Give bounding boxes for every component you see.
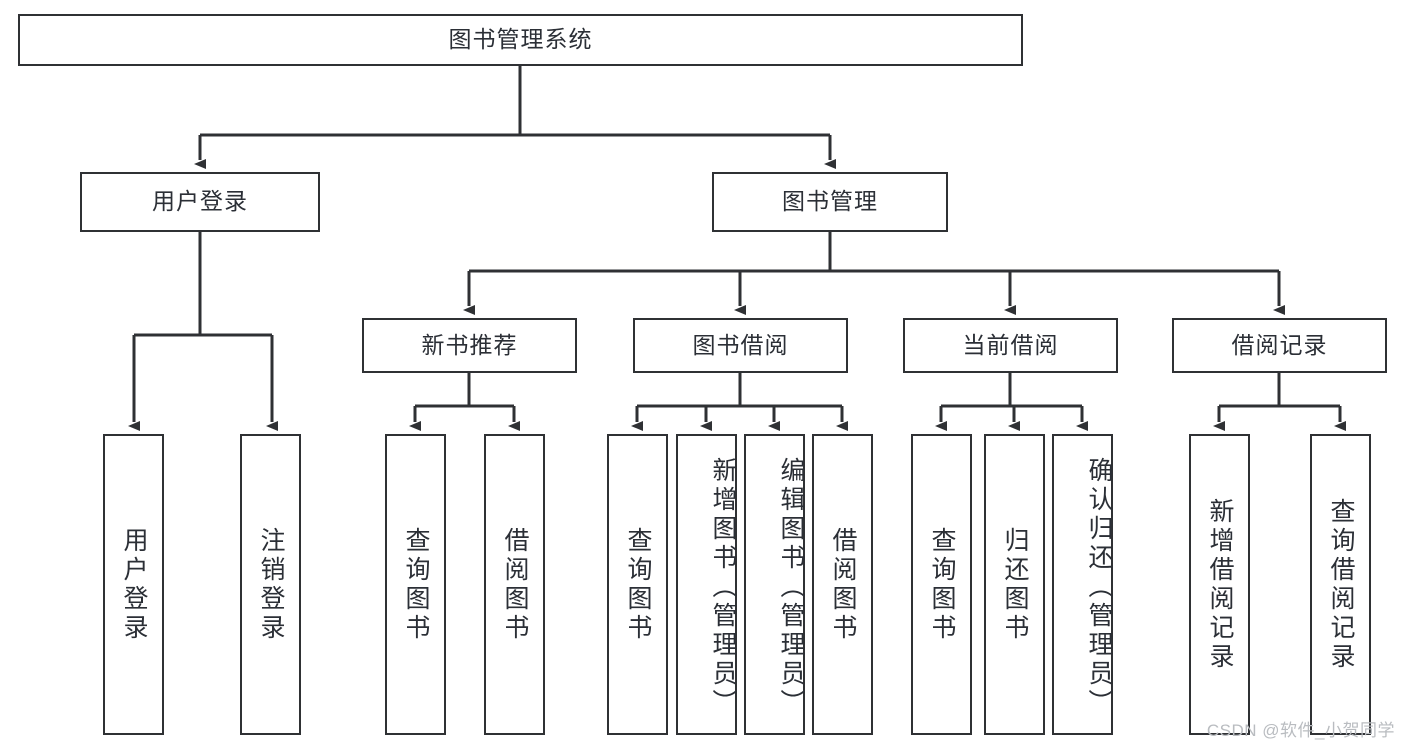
leaf-add-borrow-record-label: 新增借阅记录 [1206, 497, 1234, 672]
node-current-borrow-label: 当前借阅 [962, 331, 1059, 358]
leaf-query-borrow-record-label: 查询借阅记录 [1327, 497, 1355, 672]
leaf-logout-label: 注销登录 [257, 526, 285, 643]
leaf-query-book-recommend-label: 查询图书 [402, 526, 430, 643]
leaf-add-book-admin-label: 新增图书（管理员） [709, 457, 737, 718]
leaf-query-book-current[interactable]: 查询图书 [911, 434, 972, 735]
leaf-query-book-borrow[interactable]: 查询图书 [607, 434, 668, 735]
leaf-return-book-label: 归还图书 [1001, 526, 1029, 643]
node-current-borrow[interactable]: 当前借阅 [903, 318, 1118, 373]
leaf-borrow-book-label: 借阅图书 [829, 526, 857, 643]
watermark: CSDN @软件_小贺同学 [1206, 721, 1395, 740]
leaf-edit-book-admin-label: 编辑图书（管理员） [777, 457, 805, 718]
node-new-book-recommend[interactable]: 新书推荐 [362, 318, 577, 373]
leaf-query-book-borrow-label: 查询图书 [624, 526, 652, 643]
node-user-login-label: 用户登录 [152, 188, 248, 215]
node-new-book-recommend-label: 新书推荐 [421, 331, 518, 358]
leaf-borrow-book-recommend-label: 借阅图书 [501, 526, 529, 643]
node-root[interactable]: 图书管理系统 [18, 14, 1023, 66]
leaf-return-book[interactable]: 归还图书 [984, 434, 1045, 735]
node-book-management[interactable]: 图书管理 [712, 172, 948, 232]
leaf-logout[interactable]: 注销登录 [240, 434, 301, 735]
node-user-login[interactable]: 用户登录 [80, 172, 320, 232]
node-borrow-records-label: 借阅记录 [1231, 331, 1328, 358]
node-borrow-records[interactable]: 借阅记录 [1172, 318, 1387, 373]
leaf-confirm-return-admin-label: 确认归还（管理员） [1085, 457, 1113, 718]
leaf-user-login-label: 用户登录 [120, 526, 148, 643]
node-book-borrow[interactable]: 图书借阅 [633, 318, 848, 373]
leaf-query-borrow-record[interactable]: 查询借阅记录 [1310, 434, 1371, 735]
leaf-query-book-recommend[interactable]: 查询图书 [385, 434, 446, 735]
node-book-borrow-label: 图书借阅 [692, 331, 789, 358]
leaf-add-book-admin[interactable]: 新增图书（管理员） [676, 434, 737, 735]
leaf-query-book-current-label: 查询图书 [928, 526, 956, 643]
leaf-confirm-return-admin[interactable]: 确认归还（管理员） [1052, 434, 1113, 735]
leaf-add-borrow-record[interactable]: 新增借阅记录 [1189, 434, 1250, 735]
leaf-edit-book-admin[interactable]: 编辑图书（管理员） [744, 434, 805, 735]
node-root-label: 图书管理系统 [448, 26, 593, 53]
leaf-borrow-book-recommend[interactable]: 借阅图书 [484, 434, 545, 735]
leaf-borrow-book[interactable]: 借阅图书 [812, 434, 873, 735]
leaf-user-login[interactable]: 用户登录 [103, 434, 164, 735]
node-book-management-label: 图书管理 [782, 188, 878, 215]
